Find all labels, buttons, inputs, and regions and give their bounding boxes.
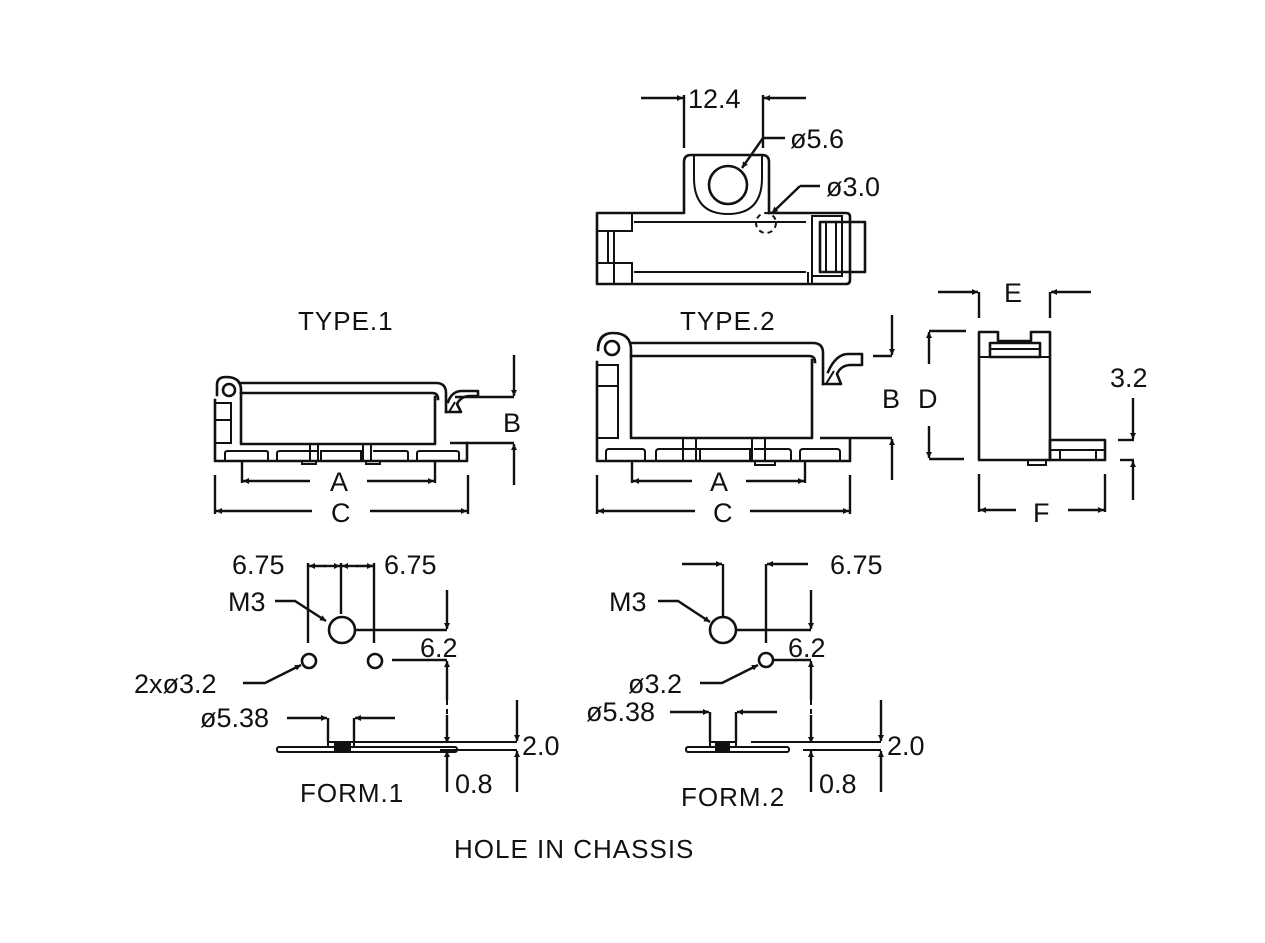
type2-center-slot: [699, 448, 751, 462]
type1-frame: [215, 375, 437, 446]
type2-dim-a-label: A: [710, 467, 728, 497]
end-body-outline: [977, 330, 1052, 462]
type1-pin: [301, 460, 317, 465]
type1-foot: [373, 450, 409, 461]
type2-lever-inner: [629, 354, 817, 364]
end-pin: [1027, 459, 1047, 466]
form2-m3-hole: [708, 615, 738, 645]
form2-m3-label: M3: [609, 587, 647, 617]
type1-dim-b-label: B: [503, 408, 521, 438]
form2-view: 6.75 M3 ø3.2 6.2 ø5.38 2.0 0.8 FORM.2: [586, 550, 925, 812]
latch: [818, 220, 867, 274]
form2-offset-label: 6.2: [788, 633, 826, 663]
form2-plate: [685, 746, 790, 753]
dim-hole-5-6-label: ø5.6: [790, 124, 844, 154]
form2-title: FORM.2: [681, 782, 785, 812]
type1-hook-line: [448, 401, 456, 413]
type2-hook: [821, 352, 864, 386]
dim-12-4-label: 12.4: [688, 84, 741, 114]
hole-small-hidden: [755, 212, 777, 234]
type2-view: TYPE.2 B A C: [595, 306, 900, 528]
type2-lever: [629, 341, 825, 386]
type1-foot: [224, 450, 269, 461]
form1-boss: [327, 741, 355, 748]
type1-foot: [416, 450, 460, 461]
type2-frame: [596, 331, 814, 440]
leader-arrow: [700, 663, 759, 685]
type1-lever: [239, 381, 448, 414]
type1-center-slot: [320, 450, 362, 462]
type1-title: TYPE.1: [298, 306, 394, 336]
type2-foot: [799, 448, 841, 461]
type1-dim-c-label: C: [331, 498, 351, 528]
end-dim-e-label: E: [1004, 278, 1022, 308]
hole-large: [707, 164, 749, 206]
form1-thickness-plate-label: 0.8: [455, 769, 493, 799]
form1-dim-left-label: 6.75: [232, 550, 285, 580]
leader-arrow: [658, 599, 711, 624]
type2-dim-b-label: B: [882, 384, 900, 414]
latch-frame: [811, 215, 843, 277]
tab-inner-arc: [693, 155, 763, 216]
end-dim-d-label: D: [918, 384, 938, 414]
type2-foot: [605, 448, 646, 461]
left-block: [597, 212, 633, 232]
end-view: E D 3.2 F: [918, 278, 1148, 528]
caption: HOLE IN CHASSIS: [454, 834, 694, 864]
form2-bore-label: ø5.38: [586, 697, 655, 727]
form2-thickness-plate-label: 0.8: [819, 769, 857, 799]
type2-foot: [655, 448, 700, 461]
form1-title: FORM.1: [300, 778, 404, 808]
type1-dim-a-label: A: [330, 467, 348, 497]
top-view: 12.4 ø5.6 ø3.0: [595, 84, 880, 286]
type1-pivot: [221, 382, 237, 398]
type2-dim-c-label: C: [713, 498, 733, 528]
type1-foot: [276, 450, 318, 461]
type2-title: TYPE.2: [680, 306, 776, 336]
dim-hole-3-0-label: ø3.0: [826, 172, 880, 202]
form2-dim-spacing-label: 6.75: [830, 550, 883, 580]
type1-pin: [365, 460, 381, 465]
form2-hole: [757, 651, 775, 669]
type2-foot: [754, 448, 792, 461]
form1-thickness-total-label: 2.0: [522, 731, 560, 761]
form1-bore-label: ø5.38: [200, 703, 269, 733]
form1-hole-right: [366, 652, 384, 670]
type1-post: [309, 443, 319, 462]
form1-m3-hole: [327, 615, 357, 645]
form1-hole-left: [300, 652, 318, 670]
leader-arrow: [741, 137, 764, 169]
type2-post: [682, 437, 697, 462]
leader-arrow: [275, 599, 327, 623]
form1-plate: [276, 746, 458, 753]
type1-post: [362, 443, 372, 462]
form1-view: 6.75 6.75 M3 2xø3.2 6.2 ø5.38: [134, 550, 560, 808]
leader-arrow: [243, 663, 302, 685]
form1-holes-label: 2xø3.2: [134, 669, 217, 699]
type1-lever-inner: [239, 391, 440, 401]
type1-view: TYPE.1 B A C: [213, 306, 521, 528]
type2-hook-line: [825, 370, 835, 385]
form2-hole-label: ø3.2: [628, 669, 682, 699]
type2-pin: [754, 460, 776, 466]
leader-arrow: [771, 185, 801, 214]
form1-offset-label: 6.2: [420, 633, 458, 663]
end-dim-3-2-label: 3.2: [1110, 363, 1148, 393]
type2-pivot: [603, 339, 621, 357]
end-dim-f-label: F: [1033, 498, 1050, 528]
form1-m3-label: M3: [228, 587, 266, 617]
type2-side-block: [596, 364, 619, 439]
form2-boss: [709, 741, 737, 748]
type1-side-block: [214, 402, 232, 444]
form2-thickness-total-label: 2.0: [887, 731, 925, 761]
form1-dim-right-label: 6.75: [384, 550, 437, 580]
